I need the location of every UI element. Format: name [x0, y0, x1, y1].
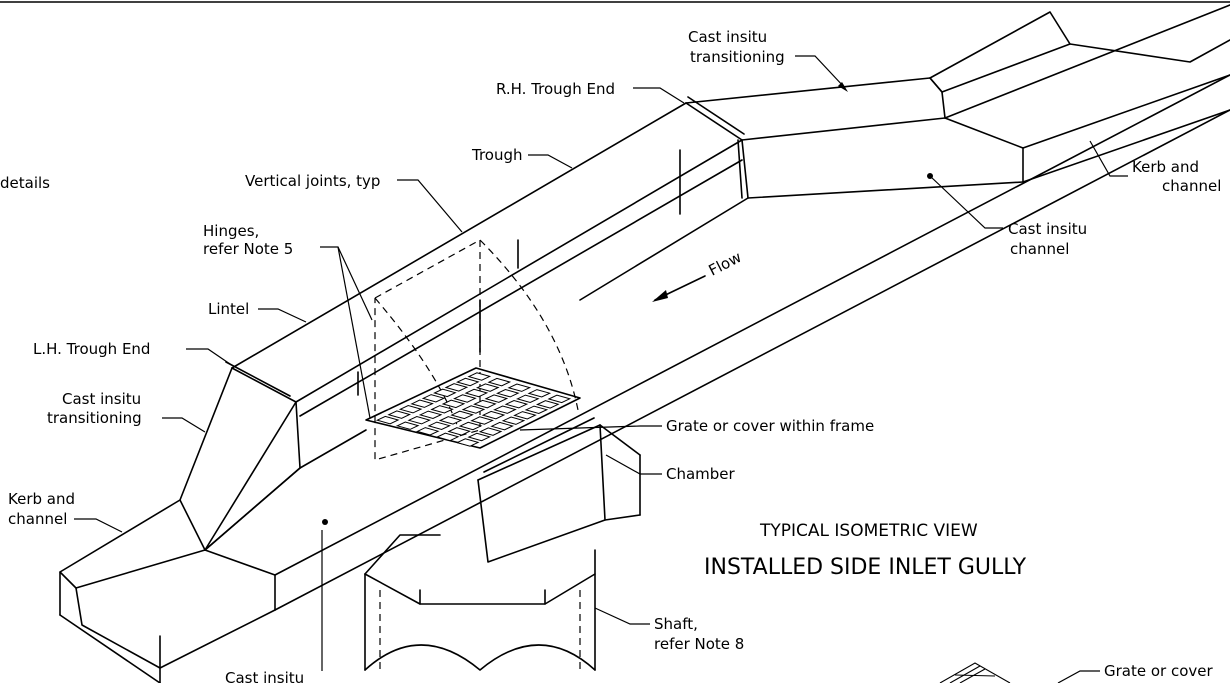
- grate-cell: [490, 421, 514, 431]
- label-cast-insitu-left-2: transitioning: [47, 409, 142, 427]
- grate-cell: [464, 388, 489, 398]
- kerb-channel-left: [59, 499, 276, 683]
- grate-cell: [421, 394, 446, 403]
- leader-lines: [74, 55, 1128, 683]
- grate-cell: [458, 421, 483, 431]
- grate-cell: [484, 394, 509, 403]
- grate-cell: [395, 421, 420, 430]
- label-trough: Trough: [471, 146, 523, 164]
- grate-cell: [504, 399, 529, 409]
- grate-cell: [547, 394, 572, 404]
- grate-cell: [467, 432, 492, 442]
- chamber: [477, 417, 641, 563]
- grate-cell: [507, 383, 532, 392]
- grate-cell: [513, 411, 537, 420]
- hinge-swing: [374, 238, 579, 461]
- label-cast-insitu-top-2: transitioning: [690, 48, 785, 66]
- label-cast-insitu-bottom: Cast insitu: [225, 669, 304, 683]
- label-grate-cover-bottom: Grate or cover: [1104, 662, 1214, 680]
- grate-cell: [427, 421, 452, 431]
- label-details: details: [0, 174, 50, 192]
- grate-cell: [387, 410, 412, 419]
- label-cast-insitu-channel-2: channel: [1010, 240, 1069, 258]
- grate: [365, 367, 581, 449]
- label-vertical-joints: Vertical joints, typ: [245, 172, 380, 190]
- small-grate: [939, 662, 1011, 683]
- label-kerb-left-2: channel: [8, 510, 67, 528]
- label-hinges-1: Hinges,: [203, 222, 259, 240]
- grate-cell: [444, 383, 469, 392]
- grate-cell: [433, 388, 457, 398]
- grate-cell: [527, 389, 552, 398]
- grate-cell: [455, 377, 480, 387]
- shaft: [364, 534, 596, 671]
- title-line-1: TYPICAL ISOMETRIC VIEW: [759, 521, 978, 541]
- label-hinges-2: refer Note 5: [203, 240, 293, 258]
- grate-cell: [430, 405, 454, 414]
- grate-cell: [410, 399, 434, 408]
- channel-slab: [159, 74, 1230, 669]
- kerb-channel-right: [929, 4, 1230, 183]
- grate-cell: [535, 400, 560, 409]
- grate-cell: [447, 427, 472, 436]
- label-shaft-1: Shaft,: [654, 615, 698, 633]
- grate-cell: [495, 388, 520, 398]
- label-grate-frame: Grate or cover within frame: [666, 417, 874, 435]
- flow-arrow: [652, 275, 706, 302]
- grate-cell: [435, 432, 460, 442]
- grate-cell: [455, 438, 480, 447]
- grate-cell: [481, 410, 506, 420]
- grate-cell: [524, 405, 549, 415]
- label-lintel: Lintel: [208, 300, 249, 318]
- grate-cell: [415, 427, 440, 436]
- grate-cell: [493, 405, 517, 414]
- grate-cell: [461, 405, 486, 414]
- trough-unit: [225, 96, 749, 469]
- label-cast-insitu-top-1: Cast insitu: [688, 28, 767, 46]
- label-kerb-right-1: Kerb and: [1132, 158, 1199, 176]
- grate-cell: [515, 394, 540, 404]
- grate-cell: [501, 416, 526, 425]
- label-shaft-2: refer Note 8: [654, 635, 744, 653]
- grate-cell: [475, 383, 500, 392]
- grate-cell: [487, 377, 512, 387]
- grate-cell: [473, 399, 497, 409]
- grate-cell: [441, 399, 466, 409]
- grate-cell: [478, 427, 503, 436]
- label-kerb-left-1: Kerb and: [8, 490, 75, 508]
- grate-cell: [418, 410, 443, 420]
- grate-cell: [467, 372, 492, 381]
- title-line-2: INSTALLED SIDE INLET GULLY: [704, 555, 1027, 580]
- label-kerb-right-2: channel: [1162, 177, 1221, 195]
- grate-cell: [450, 410, 474, 420]
- grate-cell: [407, 415, 432, 425]
- grate-cell: [398, 404, 423, 414]
- label-chamber: Chamber: [666, 465, 736, 483]
- label-lh-trough-end: L.H. Trough End: [33, 340, 150, 358]
- label-rh-trough-end: R.H. Trough End: [496, 80, 615, 98]
- label-cast-insitu-left-1: Cast insitu: [62, 390, 141, 408]
- grate-cell: [470, 416, 494, 425]
- grate-cell: [375, 415, 400, 425]
- grate-cell: [438, 416, 463, 425]
- grate-cell: [453, 394, 477, 403]
- label-flow: Flow: [706, 248, 745, 280]
- transition-top: [685, 77, 1024, 199]
- label-cast-insitu-channel-1: Cast insitu: [1008, 220, 1087, 238]
